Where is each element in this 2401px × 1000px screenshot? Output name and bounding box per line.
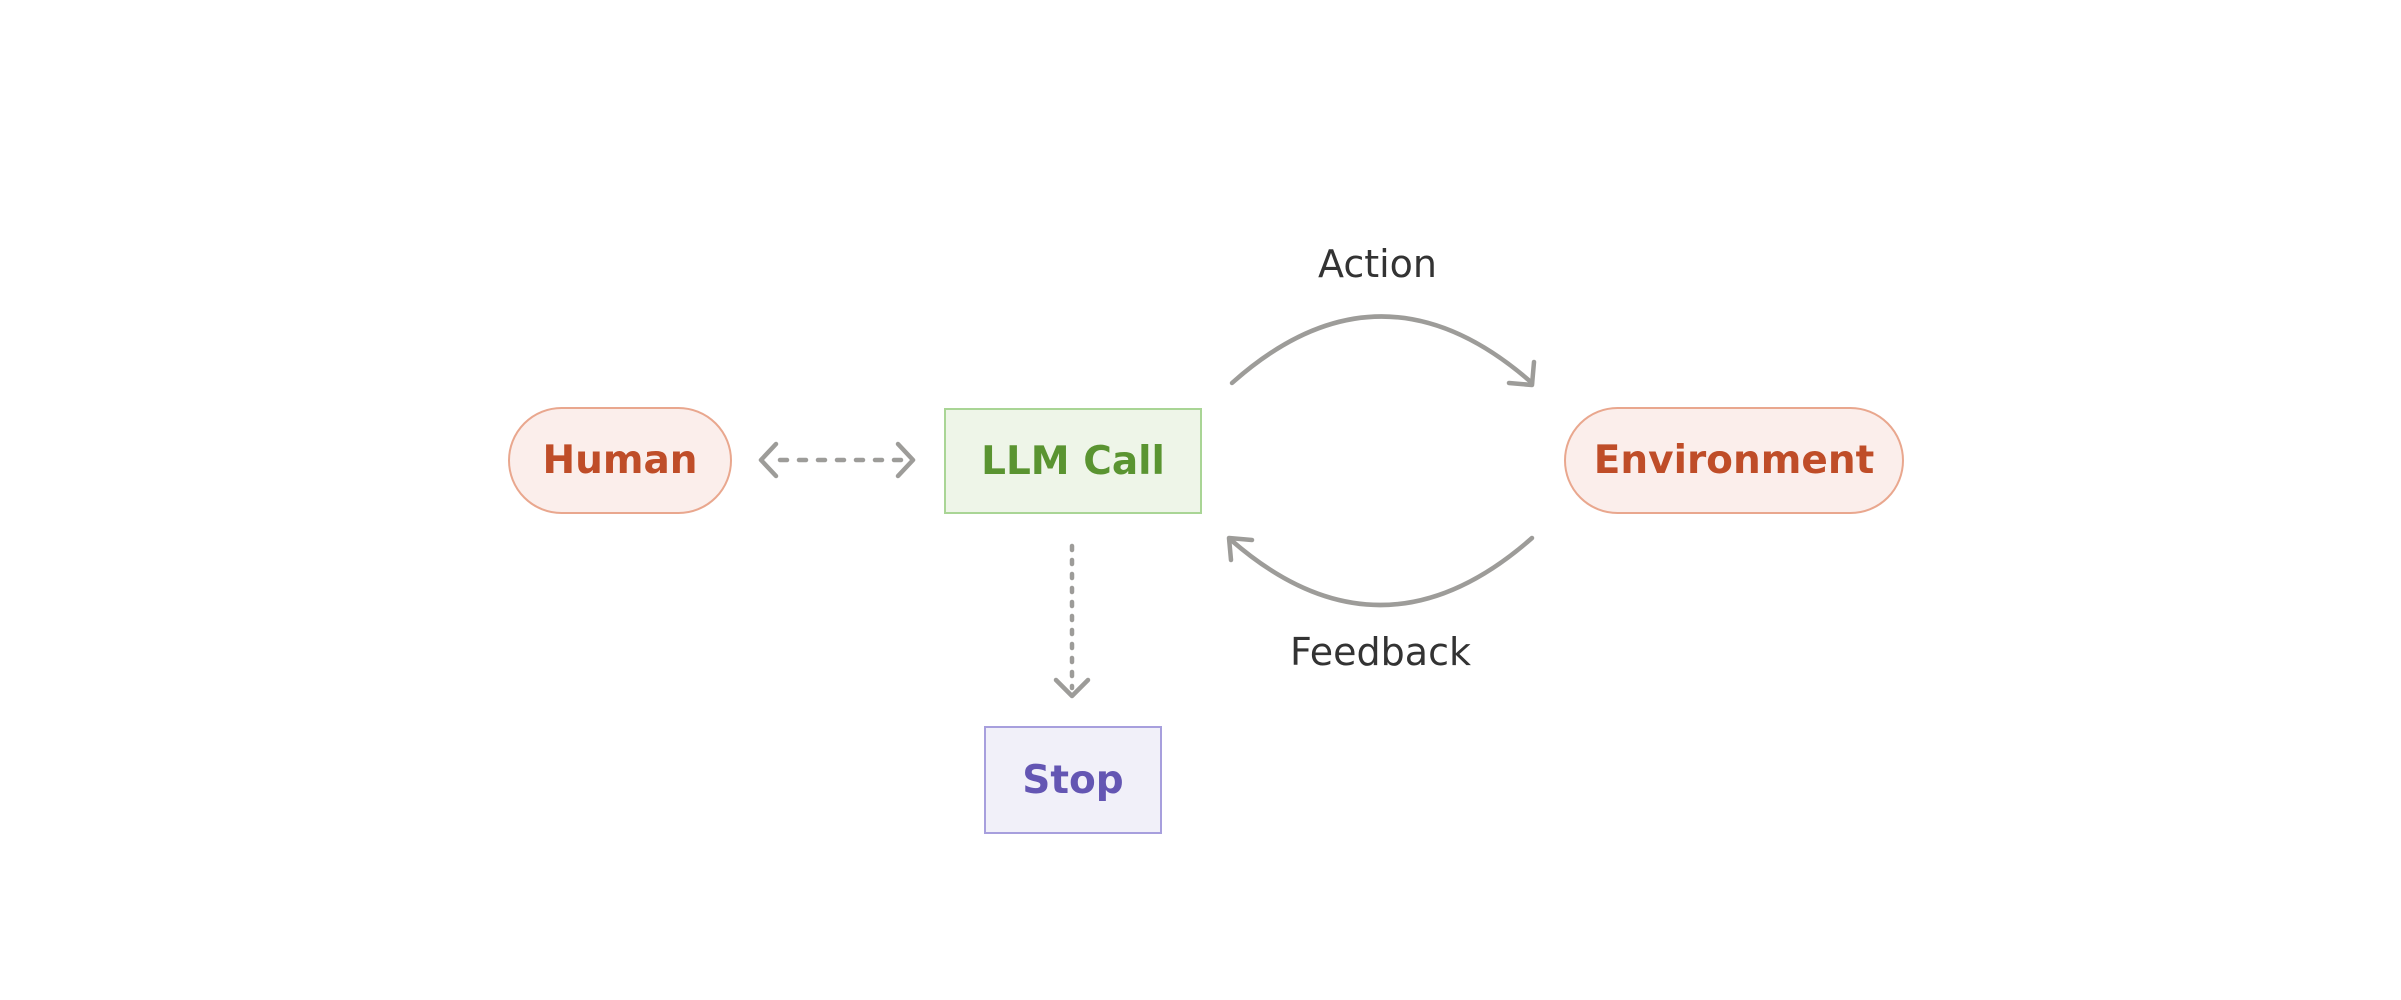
stop-arrowhead-icon xyxy=(1053,677,1091,699)
environment-node-label: Environment xyxy=(1593,438,1875,483)
human-node: Human xyxy=(508,407,732,514)
human-arrowhead-icon xyxy=(758,441,779,479)
stop-node: Stop xyxy=(984,726,1162,834)
feedback-label: Feedback xyxy=(1290,630,1471,674)
llm-arrowhead-icon xyxy=(895,441,916,479)
llm-call-node: LLM Call xyxy=(944,408,1202,514)
feedback-arrow xyxy=(1228,535,1535,608)
action-label: Action xyxy=(1318,242,1438,286)
environment-node: Environment xyxy=(1564,407,1904,514)
feedback-arrowhead-icon xyxy=(1226,535,1255,563)
stop-node-label: Stop xyxy=(1022,757,1124,803)
action-arrow xyxy=(1229,314,1535,386)
action-arrowhead-icon xyxy=(1506,359,1537,388)
human-node-label: Human xyxy=(542,438,698,483)
llm-call-node-label: LLM Call xyxy=(981,438,1165,484)
